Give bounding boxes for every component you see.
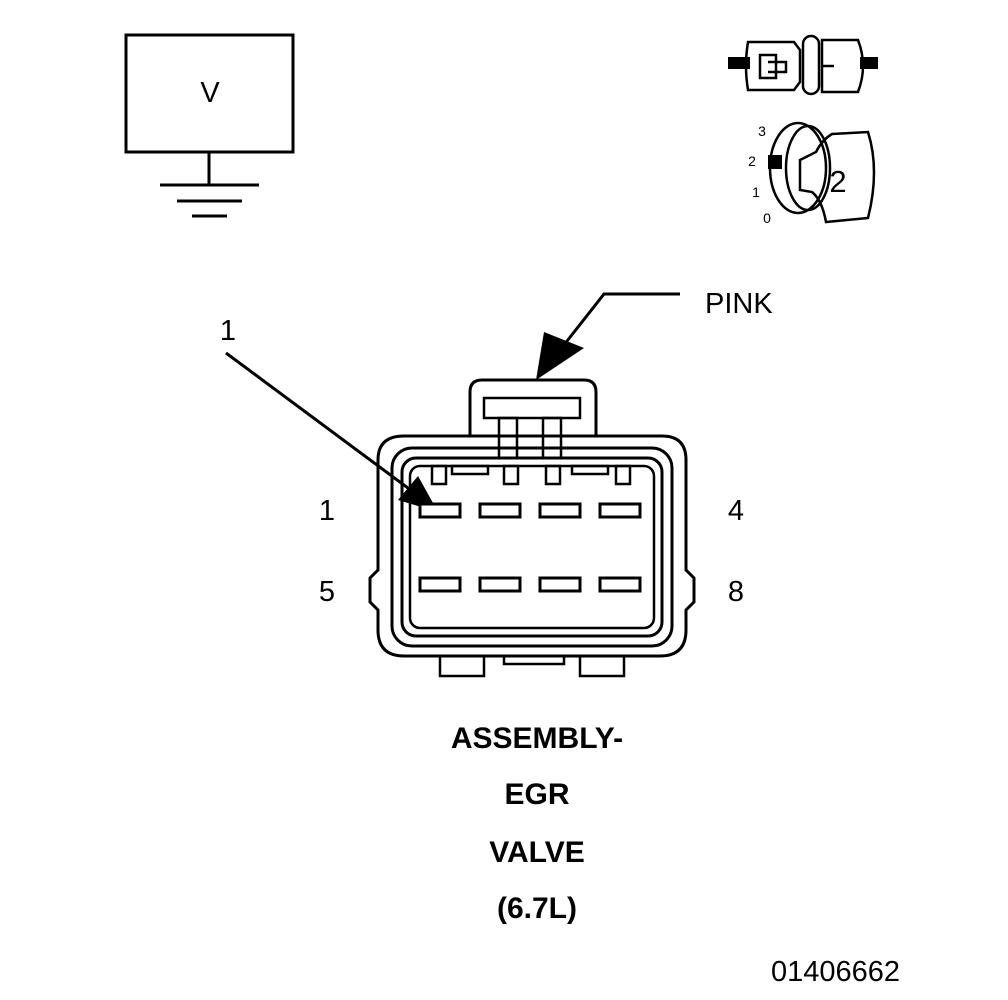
pointer-label: 1 xyxy=(220,315,236,347)
key-tick-0: 0 xyxy=(763,210,771,226)
pin-3 xyxy=(538,502,582,519)
backprobe-connector-icon xyxy=(728,34,878,96)
pin-label-bottom-right: 8 xyxy=(728,576,744,608)
pink-callout: PINK xyxy=(536,288,773,380)
pin-label-top-left: 1 xyxy=(319,495,335,527)
pin-4 xyxy=(598,502,642,519)
arrow-head-icon xyxy=(536,332,584,380)
figure-id: 01406662 xyxy=(771,956,900,988)
pin-5 xyxy=(418,576,462,593)
title-line-1: ASSEMBLY- xyxy=(451,722,623,755)
title-line-2: EGR xyxy=(504,778,569,811)
pin-label-top-right: 4 xyxy=(728,495,744,527)
connector-body xyxy=(368,378,696,678)
title-line-4: (6.7L) xyxy=(497,892,577,925)
pin-cavities xyxy=(418,502,642,593)
key-position-value: 2 xyxy=(829,164,846,199)
pin-7 xyxy=(538,576,582,593)
pin-6 xyxy=(478,576,522,593)
voltmeter-label: V xyxy=(200,77,220,109)
component-title: ASSEMBLY- EGR VALVE (6.7L) xyxy=(451,722,623,925)
title-line-3: VALVE xyxy=(489,836,585,869)
key-tick-1: 1 xyxy=(752,184,760,200)
ignition-key-icon: 3 2 1 0 2 xyxy=(748,121,876,226)
voltmeter-symbol: V xyxy=(124,33,295,218)
pin1-callout: 1 xyxy=(220,315,438,512)
connector-color-label: PINK xyxy=(705,288,773,320)
key-tick-2: 2 xyxy=(748,153,756,169)
key-tick-3: 3 xyxy=(758,123,766,139)
pin-8 xyxy=(598,576,642,593)
ground-icon xyxy=(160,152,259,218)
pin-1 xyxy=(418,502,462,519)
pin-label-bottom-left: 5 xyxy=(319,576,335,608)
pin-2 xyxy=(478,502,522,519)
